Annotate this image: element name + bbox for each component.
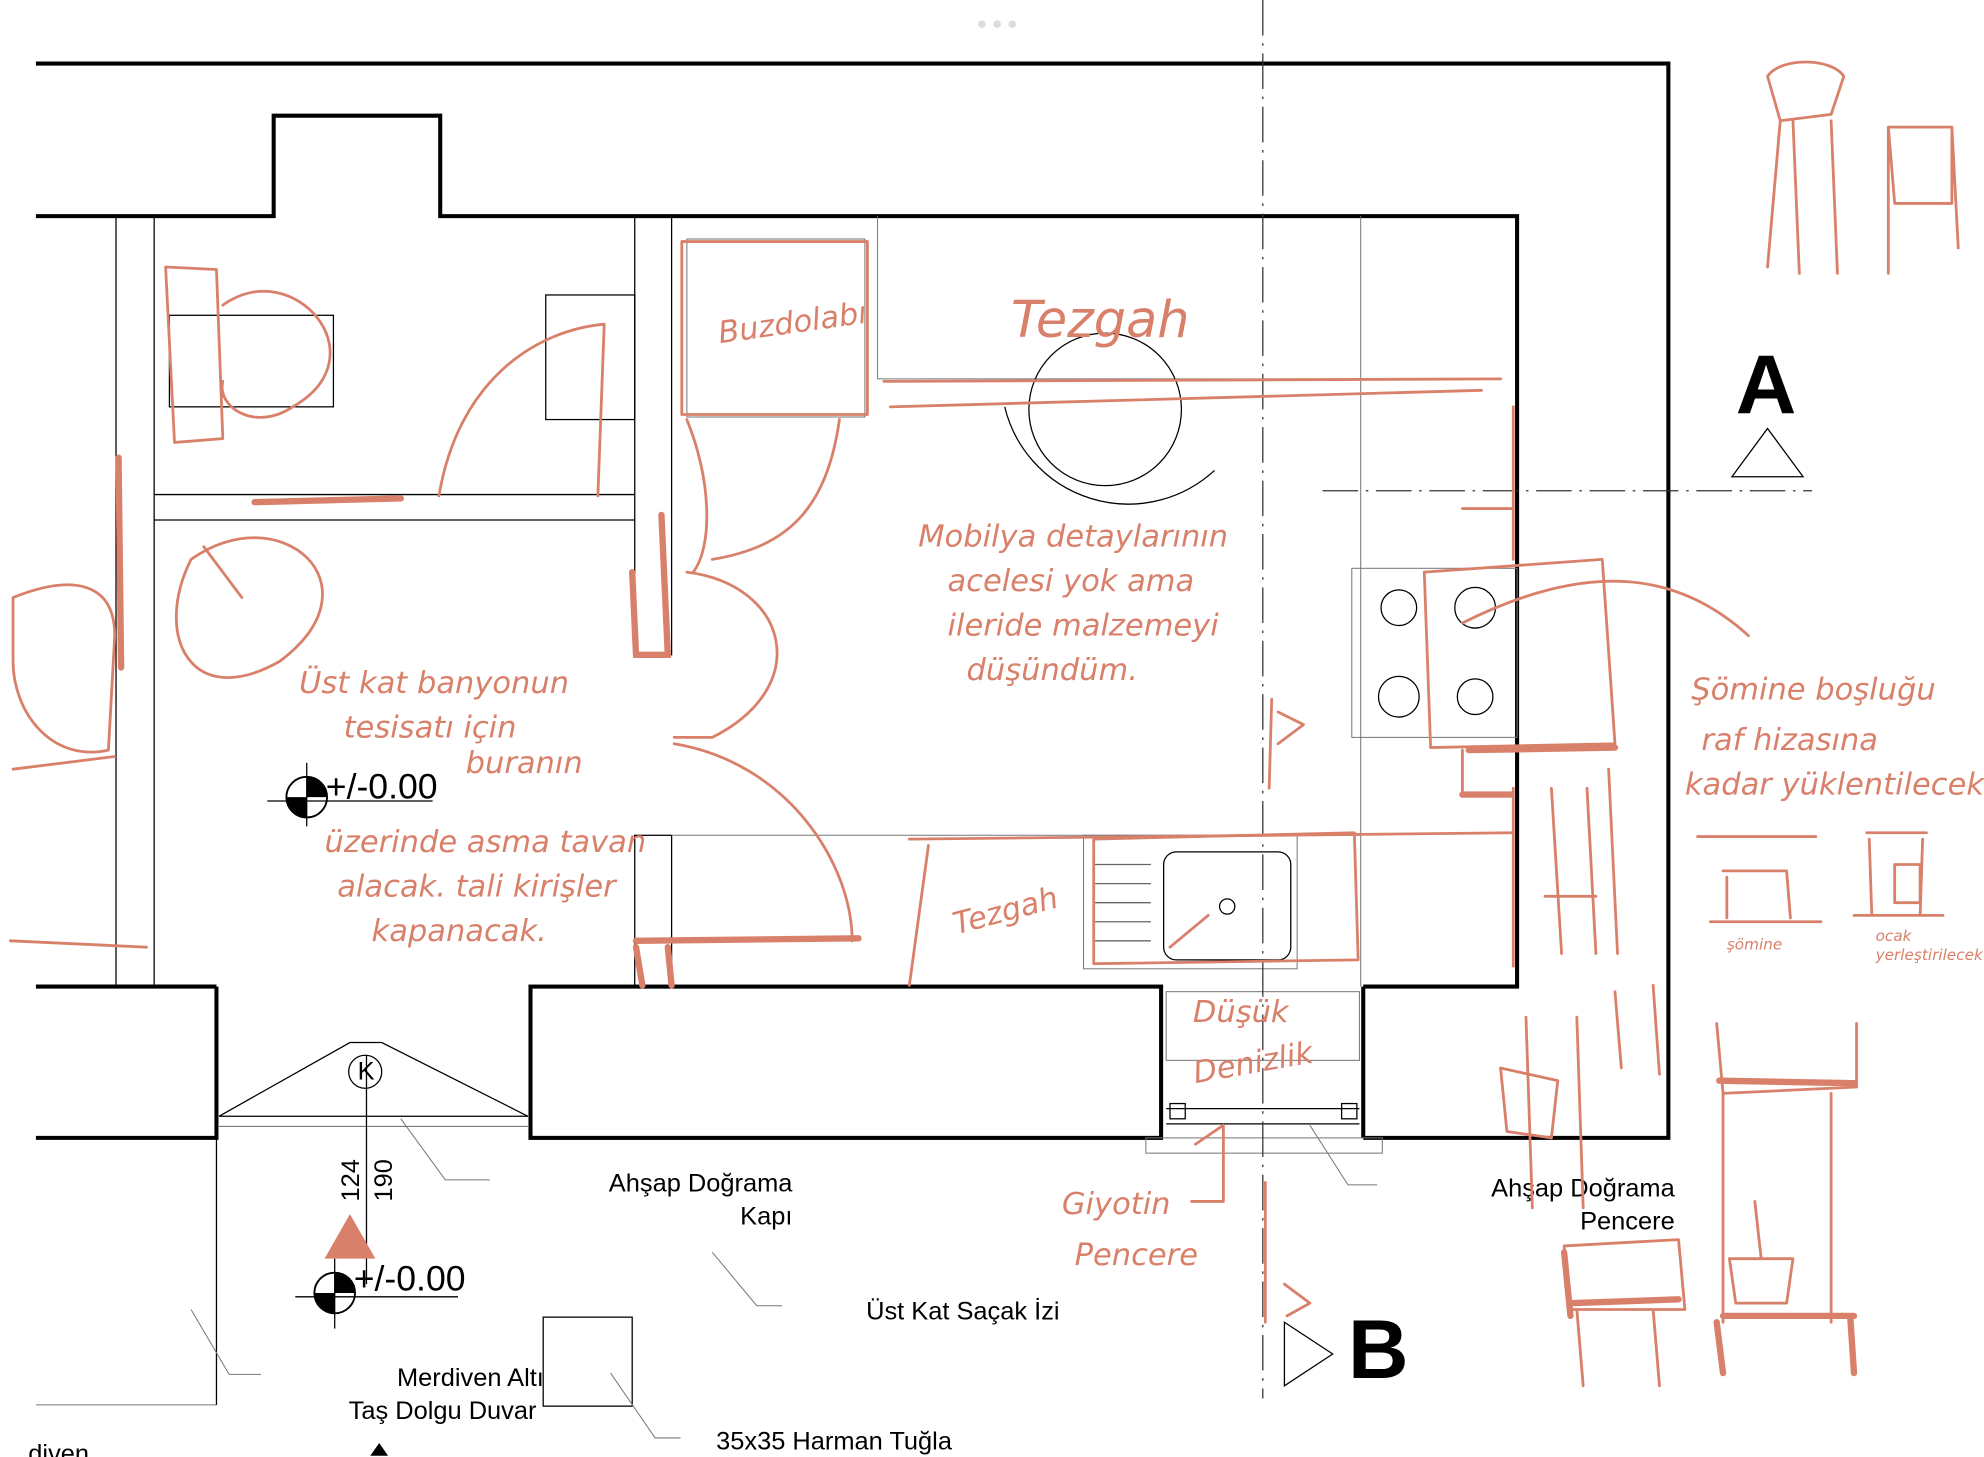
svg-text:Giyotin: Giyotin <box>1062 1187 1171 1222</box>
table-arc <box>1004 406 1215 505</box>
level-marker-lower: +/-0.00 <box>295 1214 466 1329</box>
svg-text:Merdiven Altı: Merdiven Altı <box>397 1364 544 1392</box>
svg-text:Pencere: Pencere <box>1075 1238 1198 1273</box>
section-a-arrow-icon <box>1730 427 1805 478</box>
section-b-arrow-icon <box>1283 1321 1334 1387</box>
svg-text:Denizlik: Denizlik <box>1191 1035 1317 1091</box>
svg-text:ileride malzemeyi: ileride malzemeyi <box>948 609 1220 644</box>
svg-text:üzerinde asma tavan: üzerinde asma tavan <box>325 825 647 860</box>
sink <box>1083 834 1298 970</box>
handwritten-notes: Buzdolabı Tezgah Mobilya detaylarının ac… <box>299 290 1984 1273</box>
window-dots <box>978 20 1017 28</box>
svg-text:Kapı: Kapı <box>740 1202 792 1230</box>
level-marker-upper: +/-0.00 <box>267 762 438 827</box>
svg-text:Üst kat banyonun: Üst kat banyonun <box>299 665 569 701</box>
dimension-124: 124 <box>337 1159 365 1201</box>
svg-text:Tezgah: Tezgah <box>1011 290 1189 349</box>
svg-text:alacak. tali kirişler: alacak. tali kirişler <box>337 869 618 904</box>
svg-text:Pencere: Pencere <box>1580 1207 1675 1235</box>
svg-text:Taş Dolgu Duvar: Taş Dolgu Duvar <box>349 1397 537 1425</box>
svg-text:tesisatı için: tesisatı için <box>344 710 517 745</box>
svg-text:kapanacak.: kapanacak. <box>372 914 547 949</box>
svg-text:şömine: şömine <box>1727 936 1782 954</box>
dining-table <box>1028 332 1183 487</box>
svg-text:Üst Kat Saçak İzi: Üst Kat Saçak İzi <box>866 1297 1059 1326</box>
svg-text:Düşük: Düşük <box>1193 995 1290 1030</box>
svg-text:Mobilya detaylarının: Mobilya detaylarının <box>918 520 1228 555</box>
dimension-190: 190 <box>370 1159 398 1201</box>
svg-text:düşündüm.: düşündüm. <box>967 653 1138 688</box>
svg-text:kadar yüklentilecek: kadar yüklentilecek <box>1685 768 1984 803</box>
svg-text:Tezgah: Tezgah <box>949 881 1061 943</box>
svg-text:acelesi yok ama: acelesi yok ama <box>948 564 1195 599</box>
svg-text:Ahşap Doğrama: Ahşap Doğrama <box>609 1169 793 1197</box>
svg-text:Buzdolabı: Buzdolabı <box>716 296 869 351</box>
svg-text:yerleştirilecek: yerleştirilecek <box>1875 946 1984 964</box>
svg-text:+/-0.00: +/-0.00 <box>326 766 438 806</box>
svg-text:ocak: ocak <box>1876 927 1913 945</box>
svg-text:Şömine boşluğu: Şömine boşluğu <box>1691 672 1935 707</box>
stove <box>1351 567 1518 738</box>
printed-labels: Ahşap Doğrama Kapı Ahşap Doğrama Pencere… <box>28 1169 1675 1457</box>
svg-text:raf hizasına: raf hizasına <box>1701 723 1878 758</box>
section-marker-a: A <box>1736 337 1797 431</box>
svg-text:diven: diven <box>28 1440 89 1457</box>
svg-text:+/-0.00: +/-0.00 <box>354 1258 466 1298</box>
sketch-strokes <box>9 60 1960 1388</box>
section-marker-b: B <box>1348 1302 1409 1396</box>
walls <box>35 61 1671 1406</box>
svg-text:buranın: buranın <box>466 746 583 781</box>
svg-text:35x35 Harman Tuğla: 35x35 Harman Tuğla <box>716 1427 953 1455</box>
